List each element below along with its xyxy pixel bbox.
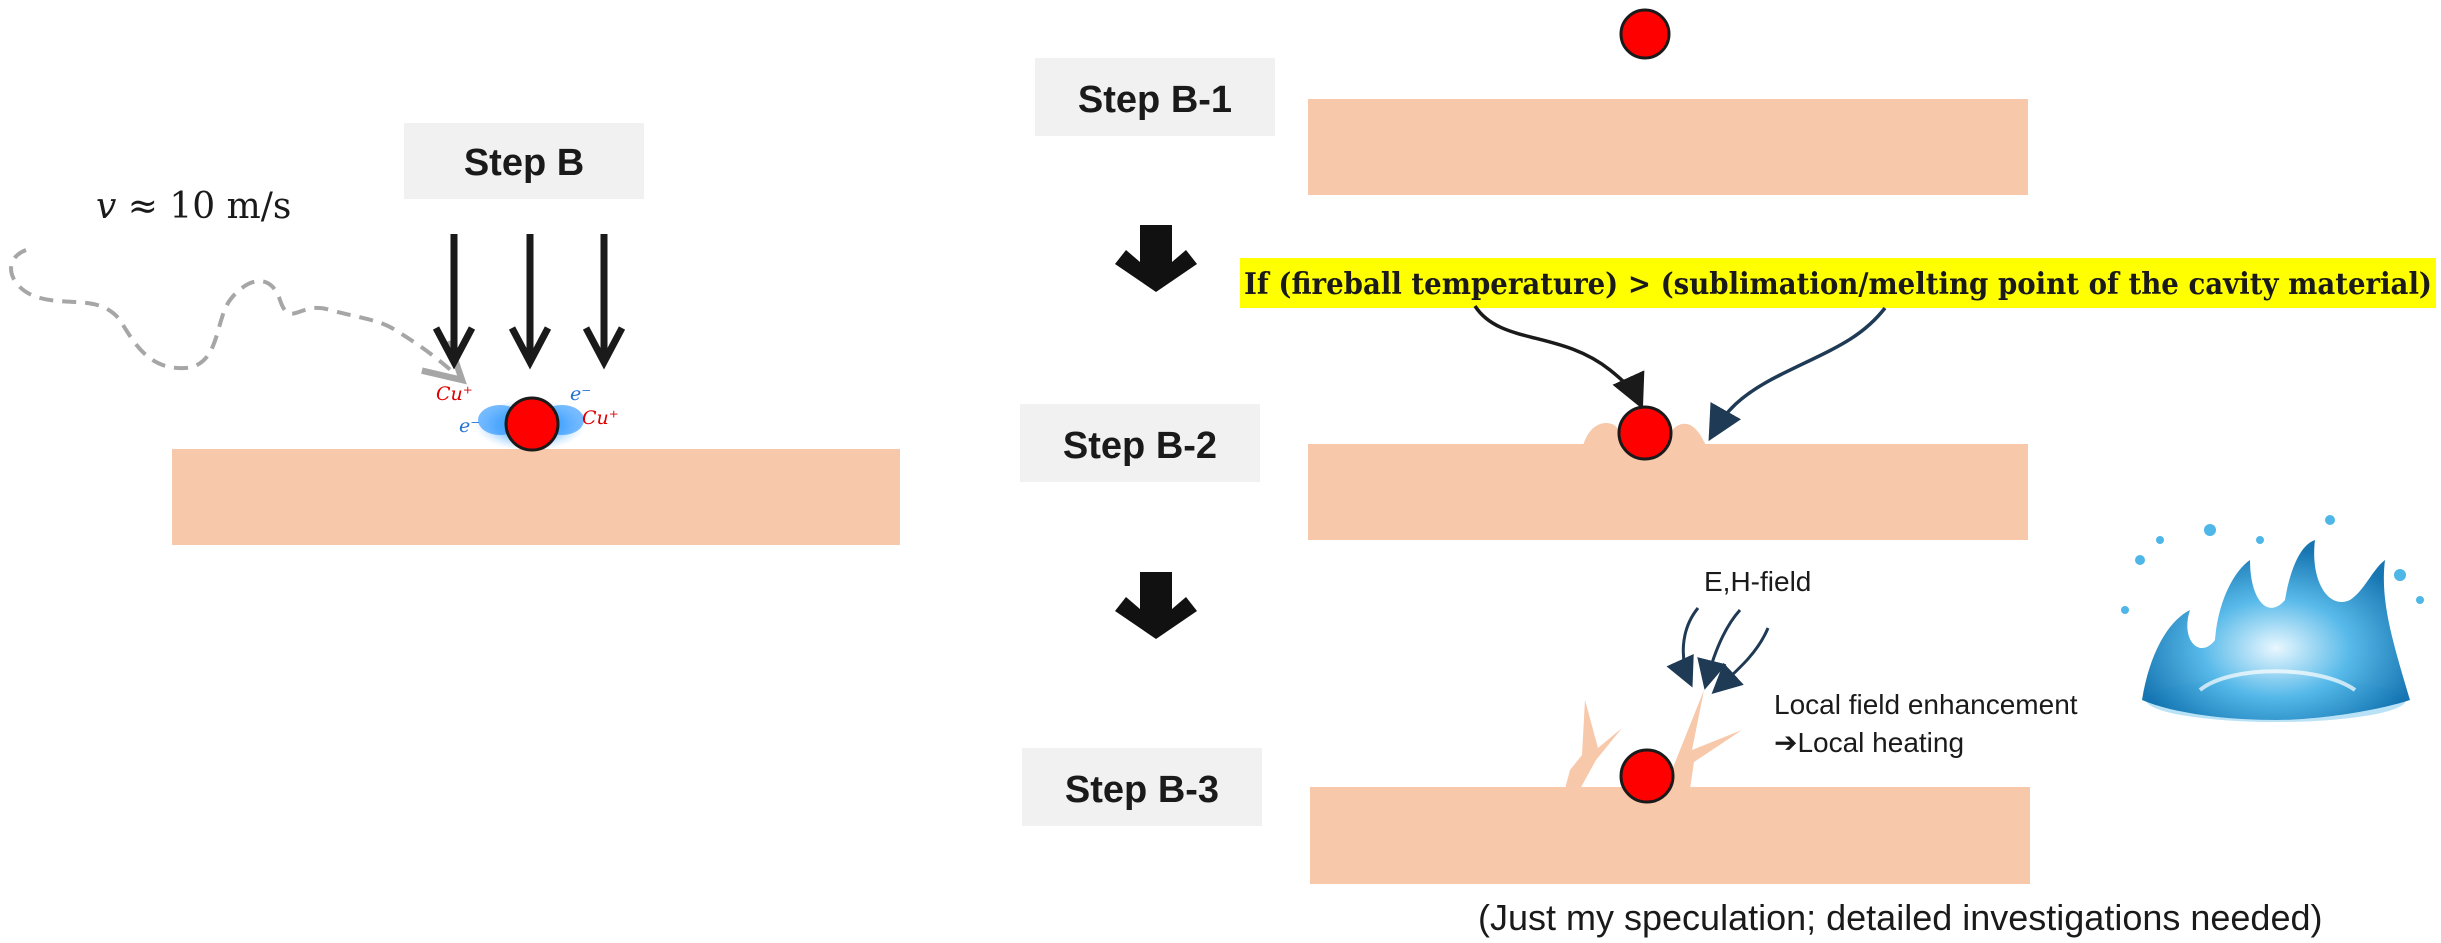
right-panel: Step B-1 If (fireball temperature) > (su… xyxy=(1020,8,2436,938)
field-arrow-3 xyxy=(1711,627,1770,695)
step-b-label: Step B xyxy=(464,142,584,184)
down-arrow-icon xyxy=(1115,225,1197,292)
spike-right-b3 xyxy=(1668,690,1742,789)
step-b1-label: Step B-1 xyxy=(1078,79,1232,121)
fireball-b2 xyxy=(1617,405,1673,461)
condition-text: If (fireball temperature) > (sublimation… xyxy=(1244,267,2432,302)
spike-left-b3 xyxy=(1565,700,1622,789)
cavity-surface-b2 xyxy=(1308,444,2028,540)
step-b-box xyxy=(404,123,644,199)
rim-left-b2 xyxy=(1583,422,1625,446)
enhancement-line1: Local field enhancement xyxy=(1774,689,2078,720)
fireball xyxy=(504,396,560,452)
rim-right-b2 xyxy=(1665,423,1706,446)
fireball-b1 xyxy=(1619,8,1671,60)
field-label: E,H-field xyxy=(1704,566,1811,597)
condition-arrow-right xyxy=(1708,306,1887,442)
electron-top: e⁻ xyxy=(570,383,591,405)
velocity-label: 𝑣 ≈ 10 m/s xyxy=(96,186,291,227)
trajectory-dashed-arrow xyxy=(9,248,467,385)
step-b1-box xyxy=(1035,58,1275,136)
left-panel: Step B 𝑣 ≈ 10 m/s Cu⁺ e⁻ e⁻ Cu⁺ xyxy=(9,123,900,545)
cavity-surface-b3 xyxy=(1310,787,2030,884)
cu-ion-right: Cu⁺ xyxy=(582,407,619,429)
step-b3-label: Step B-3 xyxy=(1065,769,1219,811)
enhancement-line2: ➔Local heating xyxy=(1774,727,1964,758)
step-b3-box xyxy=(1022,748,1262,826)
field-arrow-2 xyxy=(1697,608,1742,690)
condition-arrow-left xyxy=(1473,305,1645,410)
fireball-b3 xyxy=(1619,748,1675,804)
electron-left: e⁻ xyxy=(459,415,480,437)
cu-ion-top: Cu⁺ xyxy=(436,383,473,405)
speculation-note: (Just my speculation; detailed investiga… xyxy=(1478,897,2323,938)
cavity-surface-left xyxy=(172,449,900,545)
cavity-surface-b1 xyxy=(1308,99,2028,195)
step-b2-label: Step B-2 xyxy=(1063,425,1217,467)
condition-highlight xyxy=(1240,258,2436,308)
step-b2-box xyxy=(1020,404,1260,482)
down-arrow-icon xyxy=(1115,572,1197,639)
splash-image xyxy=(2121,515,2424,722)
incoming-arrows xyxy=(432,234,626,370)
field-arrow-1 xyxy=(1666,607,1700,688)
